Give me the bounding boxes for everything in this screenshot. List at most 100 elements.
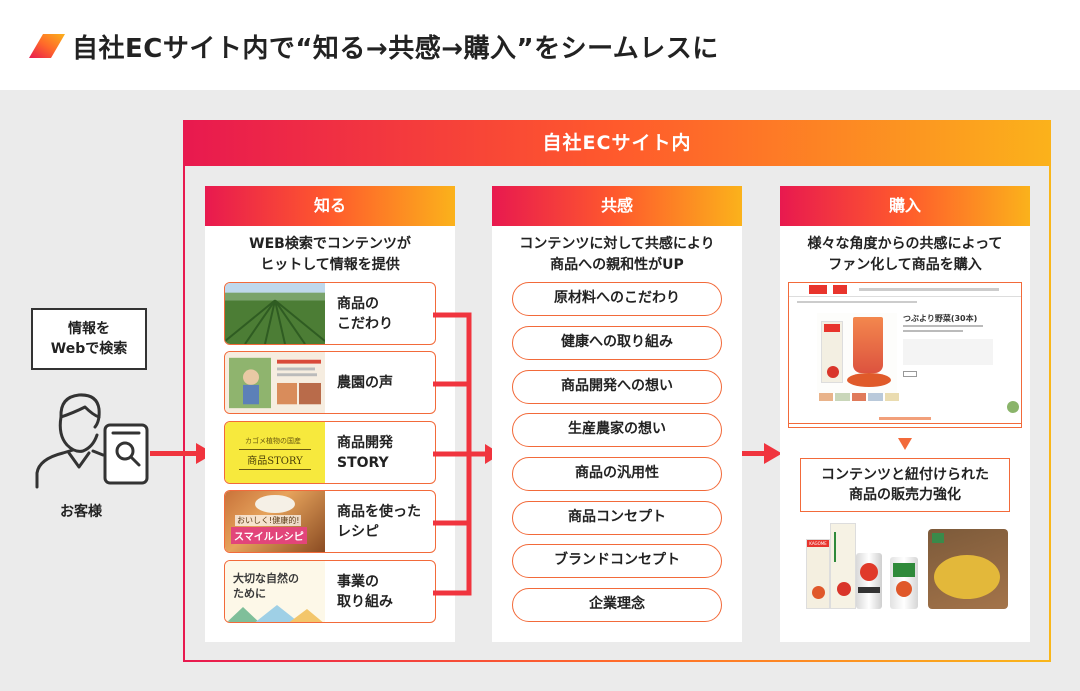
- empathy-heading: 共感: [492, 186, 742, 226]
- vegetables: [847, 373, 891, 387]
- down-arrow-icon: [898, 438, 912, 450]
- arrow-customer-to-know: [150, 451, 198, 456]
- label-line1: 商品開発: [337, 434, 393, 451]
- know-desc-line1: WEB検索でコンテンツが: [249, 236, 411, 252]
- can-label: [858, 587, 880, 593]
- tomato-mark: [827, 366, 839, 378]
- header: 自社ECサイト内で“知る→共感→購入”をシームレスに: [0, 0, 1080, 90]
- brand-logo: [809, 285, 827, 294]
- buy-sub-line2: 商品の販売力強化: [849, 487, 961, 503]
- products-image: KAGOME: [800, 517, 1010, 623]
- search-box: 情報を Webで検索: [31, 308, 147, 370]
- empathy-pill: 生産農家の想い: [512, 413, 722, 447]
- nature-text-2: ために: [233, 587, 266, 600]
- search-box-line2: Webで検索: [50, 341, 128, 357]
- nature-banner-text: 大切な自然のために: [233, 571, 299, 601]
- arrow-head-icon: [764, 443, 782, 464]
- buy-desc-line1: 様々な角度からの共感によって: [807, 236, 1003, 252]
- pouch-logo: [932, 533, 944, 543]
- thumb: [819, 393, 834, 401]
- label-line2: 取り組み: [337, 593, 393, 610]
- nature-text-1: 大切な自然の: [233, 572, 299, 585]
- slash-mark-icon: [29, 34, 65, 58]
- ec-product-page-screenshot: つぶより野菜(30本): [788, 282, 1022, 428]
- ec-site-frame-title: 自社ECサイト内: [183, 120, 1051, 166]
- soup-bowl: [934, 555, 1000, 599]
- ec-nav-bar: [789, 283, 1021, 297]
- tomato-mark: [860, 563, 878, 581]
- tomato-mark: [837, 582, 851, 596]
- plate-shape: [255, 495, 295, 513]
- brand-label: KAGOME: [807, 540, 829, 547]
- empathy-description: コンテンツに対して共感により 商品への親和性がUP: [492, 234, 742, 276]
- customer-with-phone-icon: [35, 393, 149, 489]
- label-line1: 商品の: [337, 295, 379, 312]
- buy-sub-line1: コンテンツと紐付けられた: [821, 467, 989, 483]
- breadcrumb: [797, 301, 917, 303]
- product-image: [817, 313, 897, 393]
- empathy-pill: 企業理念: [512, 588, 722, 622]
- story-small-text: カゴメ植物の国産: [245, 437, 301, 445]
- carton-text: [834, 532, 854, 562]
- know-item-farm-voice: 農園の声: [224, 351, 436, 414]
- label-line2: レシピ: [337, 523, 379, 540]
- related-link: [879, 417, 931, 420]
- brand-logo-2: [833, 285, 847, 294]
- know-item-label: 商品のこだわり: [337, 283, 393, 344]
- carton-stripe: [824, 324, 840, 332]
- empathy-pill: 原材料へのこだわり: [512, 282, 722, 316]
- farm-field-image: [225, 283, 325, 344]
- farm-voice-image: [225, 352, 325, 413]
- story-banner-image: カゴメ植物の国産 商品STORY: [225, 422, 325, 483]
- empathy-pill: 商品コンセプト: [512, 501, 722, 535]
- carrot-mark: [812, 586, 825, 599]
- label-line1: 事業の: [337, 573, 379, 590]
- nature-banner-image: 大切な自然のために: [225, 561, 325, 622]
- thumbnail-strip: [819, 393, 900, 401]
- know-description: WEB検索でコンテンツが ヒットして情報を提供: [205, 234, 455, 276]
- juice-glass: [853, 317, 883, 373]
- nav-links: [859, 288, 999, 291]
- thumb: [884, 393, 900, 401]
- customer-label: お客様: [60, 504, 102, 520]
- product-desc-line: [903, 325, 983, 327]
- empathy-desc-line1: コンテンツに対して共感により: [519, 236, 715, 252]
- know-item-label: 事業の取り組み: [337, 561, 393, 622]
- buy-sub-box: コンテンツと紐付けられた 商品の販売力強化: [800, 458, 1010, 512]
- empathy-pill: 商品の汎用性: [512, 457, 722, 491]
- label-line1: 農園の声: [337, 374, 393, 391]
- page-title: 自社ECサイト内で“知る→共感→購入”をシームレスに: [72, 34, 719, 64]
- empathy-pill: ブランドコンセプト: [512, 544, 722, 578]
- empathy-pill: 商品開発への想い: [512, 370, 722, 404]
- wave-line: [789, 423, 1021, 424]
- mountains-icon: [227, 605, 323, 622]
- recipe-banner-text: スマイルレシピ: [231, 527, 307, 544]
- know-item-commitment: 商品のこだわり: [224, 282, 436, 345]
- story-banner-text: 商品STORY: [239, 449, 311, 470]
- know-item-business: 大切な自然のために 事業の取り組み: [224, 560, 436, 623]
- qty-box: [903, 371, 917, 377]
- know-item-recipe: おいしく!健康的! スマイルレシピ 商品を使ったレシピ: [224, 490, 436, 553]
- buy-description: 様々な角度からの共感によって ファン化して商品を購入: [780, 234, 1030, 276]
- product-can-vegetable: [890, 557, 918, 609]
- vegetable-mark: [896, 581, 912, 597]
- know-desc-line2: ヒットして情報を提供: [260, 257, 400, 273]
- empathy-desc-line2: 商品への親和性がUP: [550, 257, 684, 273]
- buy-heading: 購入: [780, 186, 1030, 226]
- know-heading: 知る: [205, 186, 455, 226]
- juice-carton: [821, 321, 843, 383]
- buy-desc-line2: ファン化して商品を購入: [828, 257, 982, 273]
- product-soup-pouch: [928, 529, 1008, 609]
- floating-badge: [1007, 401, 1019, 413]
- product-carton-small: KAGOME: [806, 539, 830, 609]
- search-box-line1: 情報を: [68, 321, 110, 337]
- empathy-pill: 健康への取り組み: [512, 326, 722, 360]
- thumb: [835, 393, 850, 401]
- know-item-label: 商品を使ったレシピ: [337, 491, 421, 552]
- empathy-column: 共感 コンテンツに対して共感により 商品への親和性がUP 原材料へのこだわり 健…: [492, 186, 742, 642]
- know-column: 知る WEB検索でコンテンツが ヒットして情報を提供 商品のこだわり 農園の声: [205, 186, 455, 642]
- product-desc-line: [903, 330, 963, 332]
- recipe-banner-image: おいしく!健康的! スマイルレシピ: [225, 491, 325, 552]
- product-carton-large: [830, 523, 856, 609]
